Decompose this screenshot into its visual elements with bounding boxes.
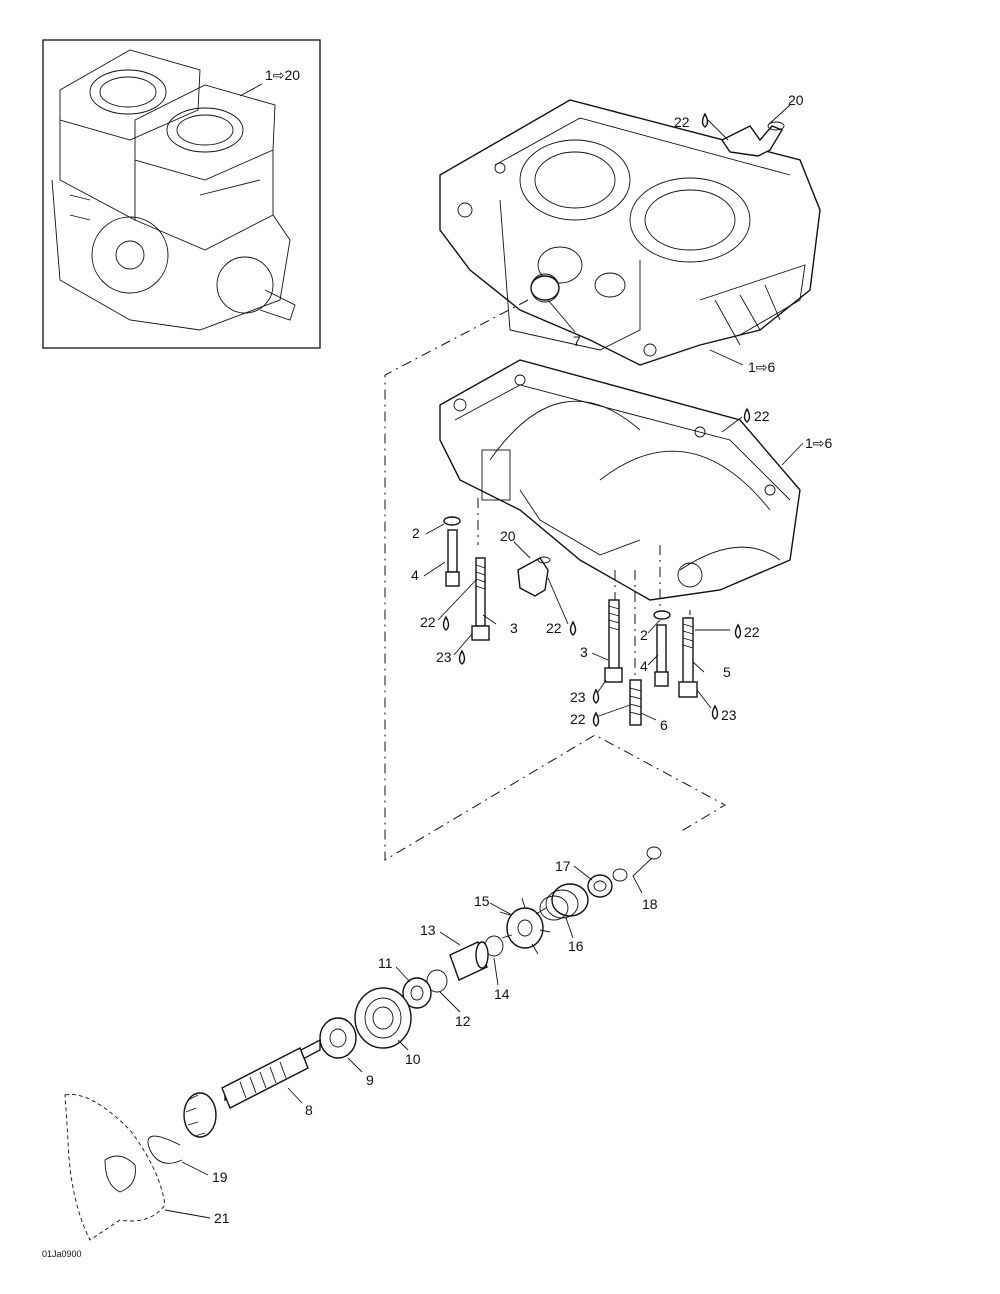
callout-3-right: 3 — [580, 644, 588, 660]
drop-icon — [569, 620, 577, 636]
callout-11: 11 — [378, 955, 393, 971]
drop-icon — [592, 688, 600, 704]
callout-1-6-mid: 1⇨6 — [805, 435, 833, 451]
callout-18: 18 — [642, 896, 658, 912]
callout-8: 8 — [305, 1102, 313, 1118]
elbow-fitting-top — [720, 121, 785, 157]
callout-13: 13 — [420, 922, 436, 938]
drop-icon — [743, 407, 751, 423]
engine-inset: 1⇨20 — [42, 39, 321, 349]
callout-6: 6 — [660, 717, 668, 733]
callouts: 20 22 7 1⇨6 22 1⇨6 2 20 4 22 3 22 23 2 2… — [42, 92, 833, 1259]
callout-20-mid: 20 — [500, 528, 516, 544]
callout-12: 12 — [455, 1013, 471, 1029]
drop-icon — [592, 711, 600, 727]
leader-lines — [164, 104, 804, 1219]
callout-22-left: 22 — [420, 614, 436, 630]
figure-code: 01Ja0900 — [42, 1249, 82, 1259]
callout-16: 16 — [568, 938, 584, 954]
callout-23-mid: 23 — [570, 689, 586, 705]
drop-icon — [442, 615, 450, 631]
callout-2-right: 2 — [640, 627, 648, 643]
callout-7: 7 — [573, 333, 581, 349]
callout-22-mid: 22 — [546, 620, 562, 636]
callout-20-top: 20 — [788, 92, 804, 108]
callout-10: 10 — [405, 1051, 421, 1067]
callout-1-6-top: 1⇨6 — [748, 359, 776, 375]
callout-17: 17 — [555, 858, 571, 874]
callout-19: 19 — [212, 1169, 228, 1185]
callout-23-left: 23 — [436, 649, 452, 665]
drop-icon — [701, 112, 709, 128]
callout-22-top: 22 — [674, 114, 690, 130]
callout-2-left: 2 — [412, 525, 420, 541]
callout-5: 5 — [723, 664, 731, 680]
callout-22-bolt: 22 — [744, 624, 760, 640]
inset-label: 1⇨20 — [265, 67, 300, 83]
drop-icon — [458, 649, 466, 665]
drop-icon — [734, 623, 742, 639]
upper-crankcase — [439, 99, 821, 366]
drop-icons — [442, 112, 751, 727]
shaft-assembly — [64, 846, 662, 1241]
fasteners — [443, 516, 698, 726]
callout-15: 15 — [474, 893, 490, 909]
callout-4-left: 4 — [411, 567, 419, 583]
callout-22-low: 22 — [570, 711, 586, 727]
callout-9: 9 — [366, 1072, 374, 1088]
callout-21: 21 — [214, 1210, 230, 1226]
drop-icon — [711, 704, 719, 720]
lower-crankcase — [439, 359, 801, 601]
callout-3-left: 3 — [510, 620, 518, 636]
callout-22-right: 22 — [754, 408, 770, 424]
seal-part-7 — [530, 275, 560, 301]
callout-14: 14 — [494, 986, 510, 1002]
callout-4-right: 4 — [640, 658, 648, 674]
callout-23-right: 23 — [721, 707, 737, 723]
